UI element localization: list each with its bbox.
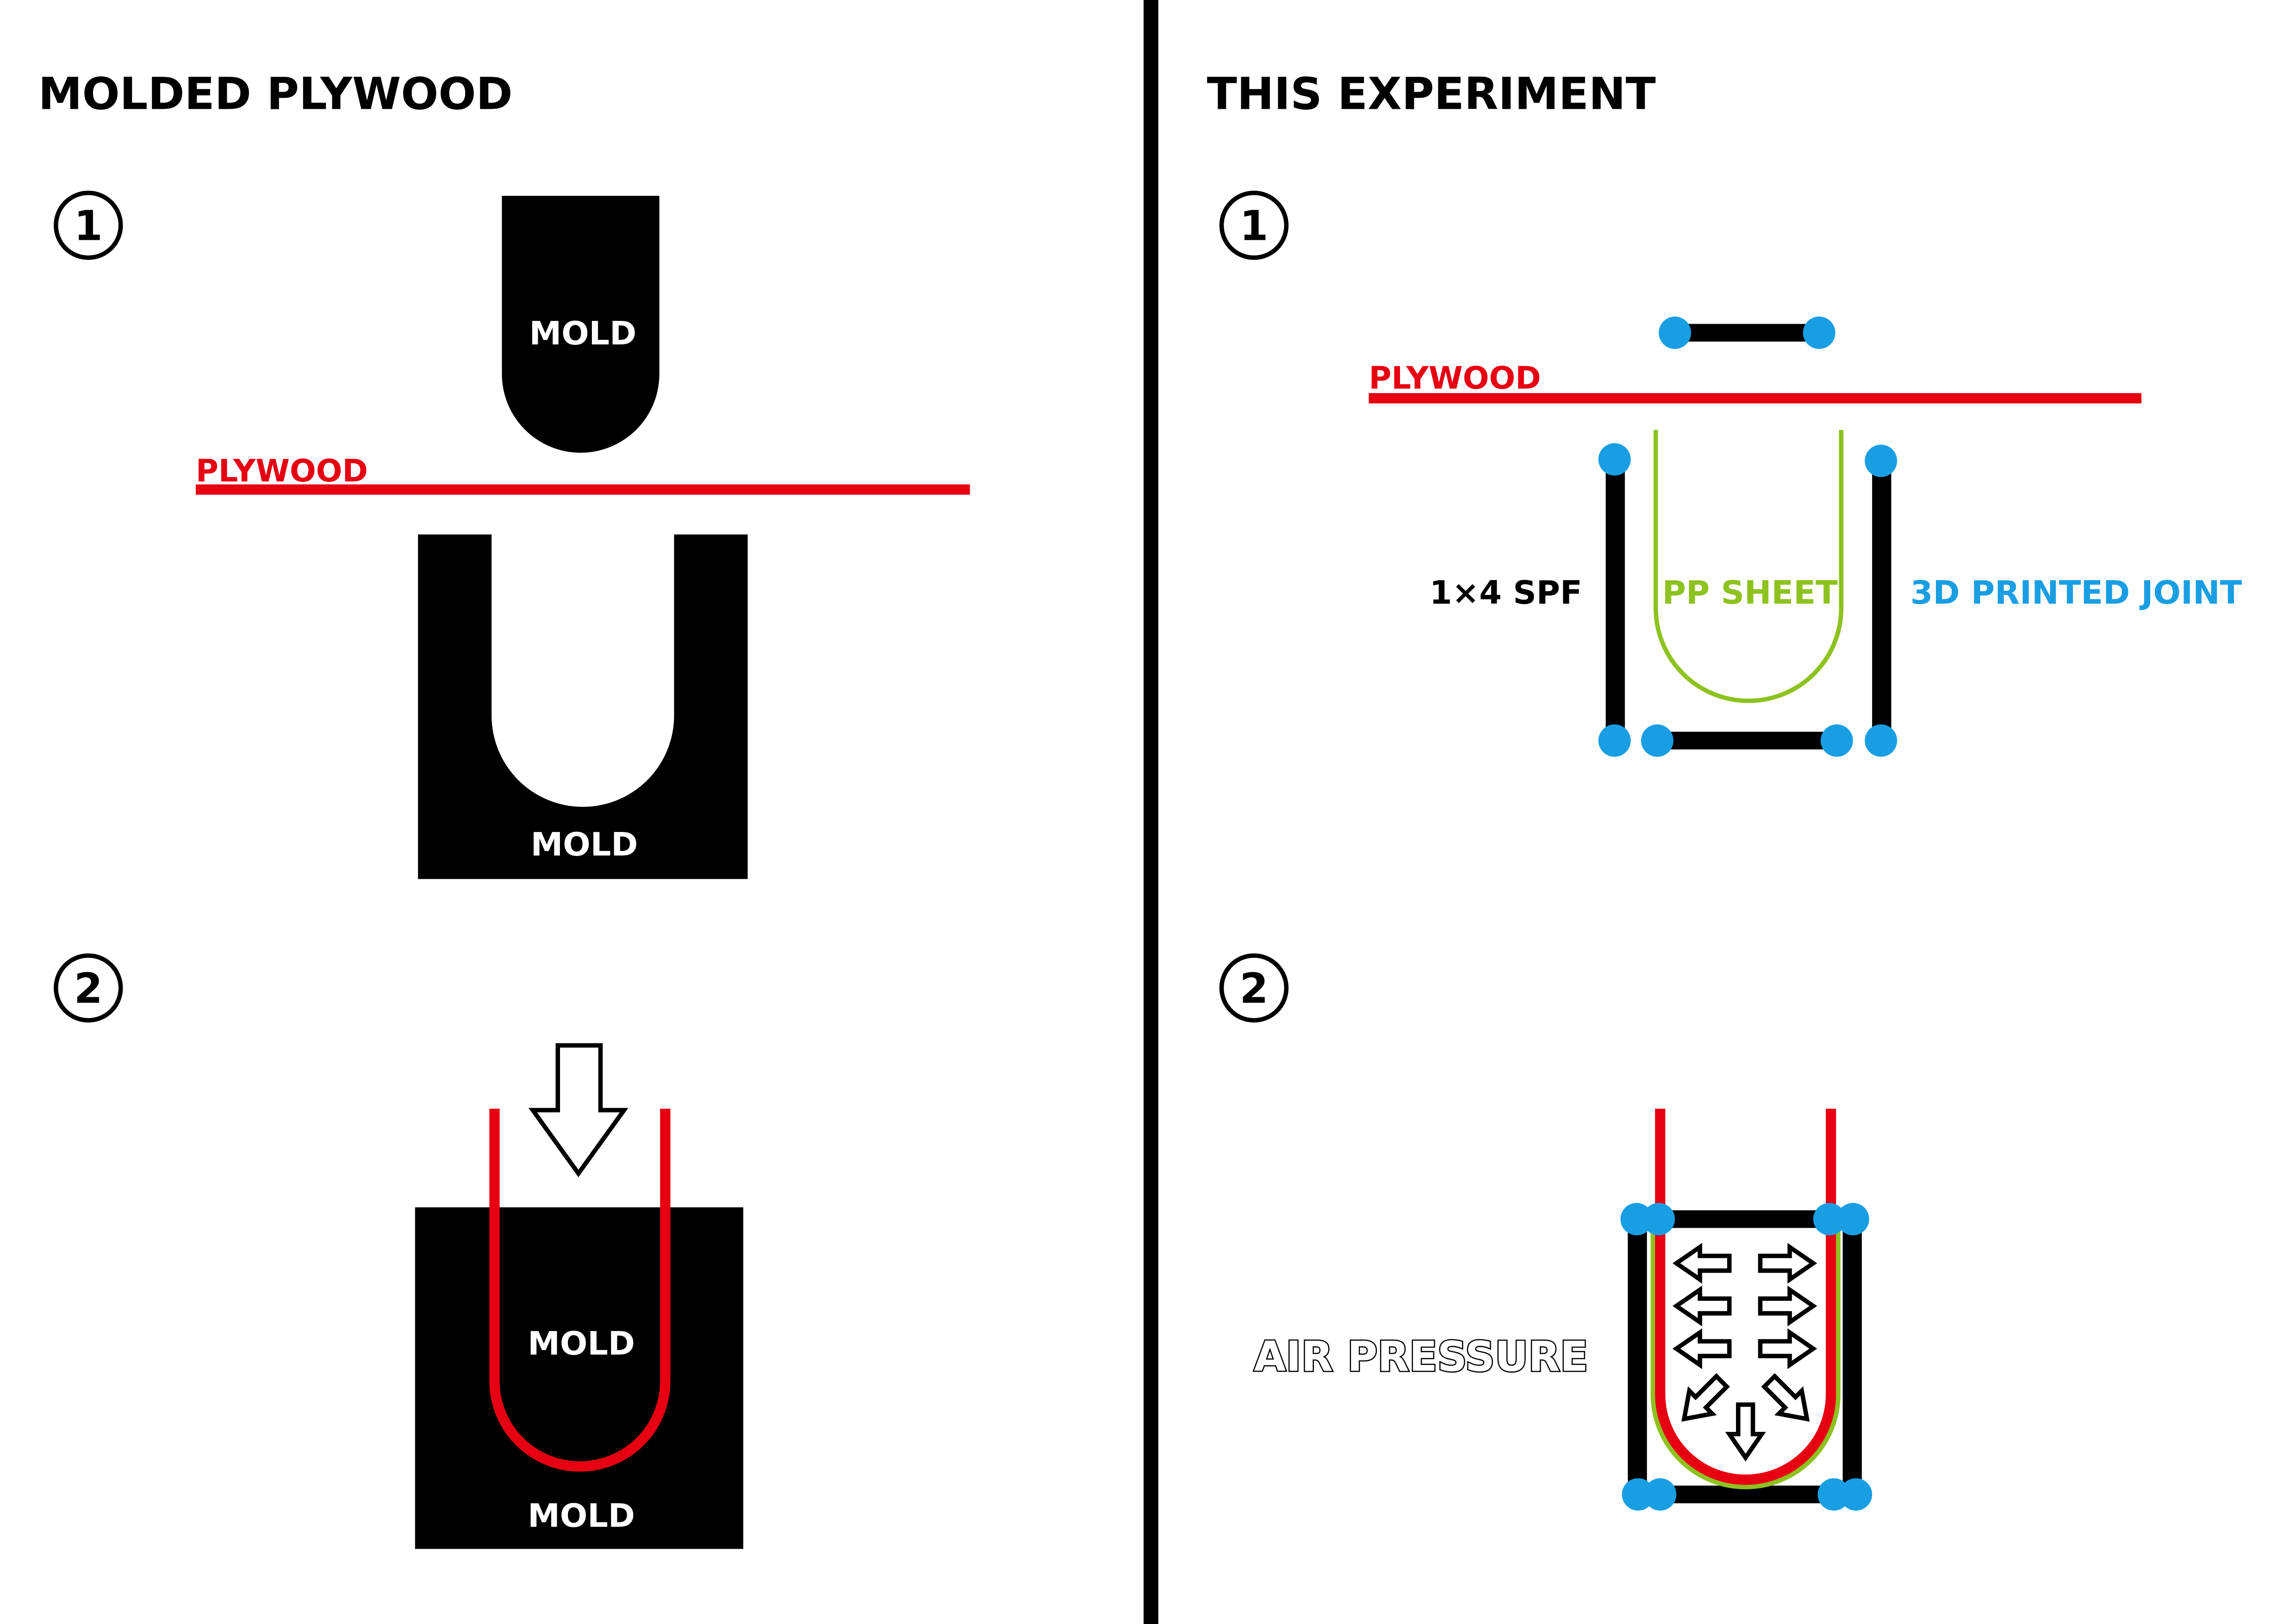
right-step1-bottom-lumber <box>1657 731 1837 750</box>
right-step1-pp-sheet-label: PP SHEET <box>1662 574 1838 612</box>
right-step2-left-lumber <box>1628 1219 1647 1495</box>
air-pressure-arrow-icon <box>1760 1290 1813 1322</box>
right-step1-number-badge: 1 <box>1219 190 1289 260</box>
air-pressure-arrow-icon <box>1730 1405 1762 1457</box>
left-step1-bottom-mold-label: MOLD <box>531 826 638 863</box>
right-step1-joint-label: 3D PRINTED JOINT <box>1910 574 2242 612</box>
left-step1-top-mold <box>502 195 660 453</box>
air-pressure-arrow-icon <box>1760 1332 1813 1365</box>
right-step2-right-lumber <box>1842 1219 1862 1495</box>
left-step1-plywood-sheet <box>195 484 970 495</box>
right-step1-number: 1 <box>1239 201 1268 250</box>
right-step1-left-lumber <box>1605 459 1625 741</box>
right-step2-joint <box>1836 1203 1869 1236</box>
left-step1-plywood-label: PLYWOOD <box>196 453 368 489</box>
right-step1-joint <box>1865 724 1898 757</box>
right-step2-joint <box>1644 1478 1677 1511</box>
left-step2-press-down-arrow <box>528 1043 628 1177</box>
air-pressure-arrow-icon <box>1676 1247 1729 1280</box>
left-step2-number-badge: 2 <box>54 953 123 1023</box>
left-step1-top-mold-label: MOLD <box>529 315 636 352</box>
air-pressure-arrow-icon <box>1758 1370 1818 1430</box>
right-step2-joint <box>1840 1478 1873 1511</box>
left-step2-upper-mold-plug <box>494 1207 666 1467</box>
left-step1-number-badge: 1 <box>54 190 123 260</box>
air-pressure-arrow-icon <box>1676 1332 1729 1365</box>
right-step1-joint <box>1641 724 1674 757</box>
right-step2-air-pressure-label: AIR PRESSURE <box>1254 1332 1588 1380</box>
air-pressure-arrow-icon <box>1673 1370 1733 1430</box>
right-step1-right-lumber <box>1872 459 1892 741</box>
right-step1-joint <box>1598 724 1631 757</box>
right-step2-joint <box>1813 1203 1846 1236</box>
right-step1-plywood-label: PLYWOOD <box>1369 360 1541 396</box>
right-step1-joint <box>1865 444 1898 477</box>
air-pressure-arrow-icon <box>1676 1290 1729 1322</box>
left-step2-bent-plywood <box>489 1108 671 1472</box>
right-step2-joint <box>1643 1203 1675 1236</box>
panel-divider <box>1143 0 1158 1624</box>
right-step1-joint <box>1803 316 1836 349</box>
left-step2-upper-mold-label: MOLD <box>528 1325 635 1362</box>
right-step2-pp-sheet <box>1650 1228 1841 1489</box>
right-step2-number: 2 <box>1239 964 1268 1012</box>
left-step2-lower-mold-label: MOLD <box>528 1497 635 1535</box>
right-step1-joint <box>1659 316 1691 349</box>
left-step1-bottom-mold <box>418 534 748 879</box>
air-pressure-arrow-icon <box>1760 1247 1813 1280</box>
right-panel-title: THIS EXPERIMENT <box>1207 68 1656 119</box>
right-step1-joint <box>1598 443 1631 476</box>
right-step2-bent-plywood <box>1655 1108 1836 1485</box>
left-step2-number: 2 <box>74 964 103 1012</box>
left-panel-title: MOLDED PLYWOOD <box>38 68 513 119</box>
right-step1-pp-sheet <box>1653 430 1844 703</box>
right-step1-plywood-sheet <box>1369 393 2142 404</box>
right-step1-top-lumber <box>1674 324 1819 342</box>
right-step1-joint <box>1820 724 1853 757</box>
right-step1-lumber-label: 1×4 SPF <box>1430 574 1582 612</box>
right-step2-number-badge: 2 <box>1219 953 1289 1023</box>
left-step1-number: 1 <box>74 201 103 250</box>
